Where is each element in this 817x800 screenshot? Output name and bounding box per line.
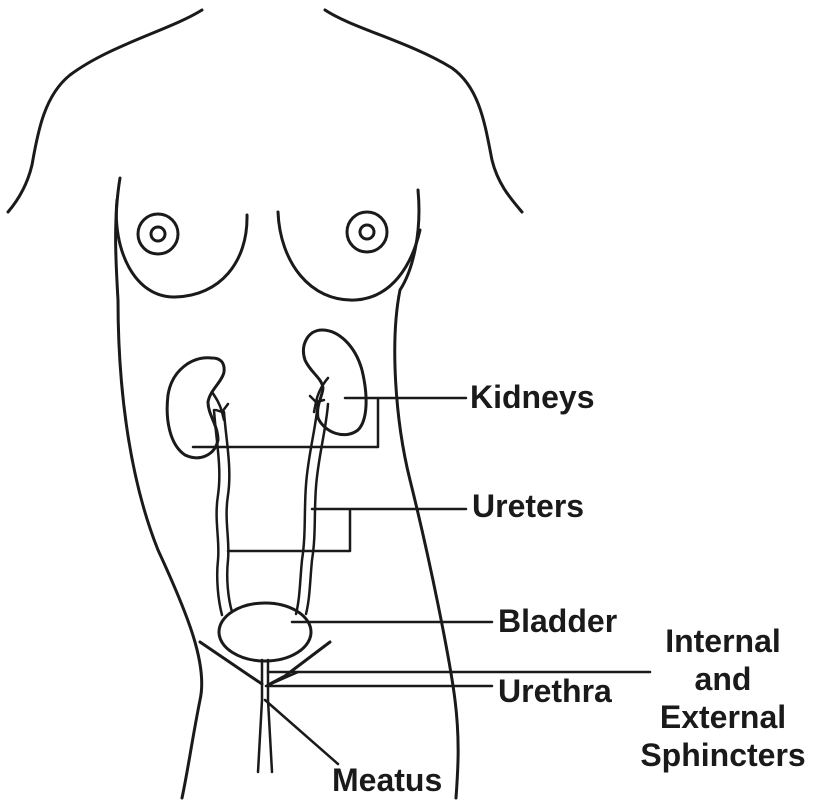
right-nipple-outer [347,212,387,252]
pelvic-line-left [200,642,262,684]
right-nipple-inner [360,225,374,239]
left-shoulder-arm [8,10,202,212]
meatus-leader [265,700,338,764]
urethra-organ [258,660,272,772]
label-kidneys: Kidneys [470,381,594,413]
right-kidney [304,330,367,435]
left-breast [116,200,247,297]
left-nipple-inner [151,227,165,241]
ureters-leader [228,509,466,551]
kidneys-organ [167,330,366,458]
urethra-right [268,660,272,772]
left-kidney [167,358,224,458]
right-torso-side [395,190,458,798]
label-bladder: Bladder [498,605,617,637]
kidneys-leader [193,398,466,447]
label-sphincters-line-4: Sphincters [630,736,816,774]
right-shoulder-arm [325,10,522,212]
torso-outline [8,10,522,798]
label-sphincters-line-1: Internal [630,622,816,660]
label-meatus: Meatus [332,764,442,796]
left-ureter-outer [214,410,222,615]
chest [116,200,420,300]
urethra-leader [266,672,492,686]
left-ureter-inner [224,412,232,612]
left-nipple-outer [138,214,178,254]
bladder-shape [219,603,311,661]
urethra-left [258,660,262,772]
pelvic-line-right [270,642,330,684]
label-sphincters-line-3: External [630,698,816,736]
label-sphincters-line-2: and [630,660,816,698]
label-ureters: Ureters [472,490,584,522]
left-torso-side [116,178,202,798]
label-sphincters: Internal and External Sphincters [630,622,816,774]
label-urethra: Urethra [498,675,612,707]
